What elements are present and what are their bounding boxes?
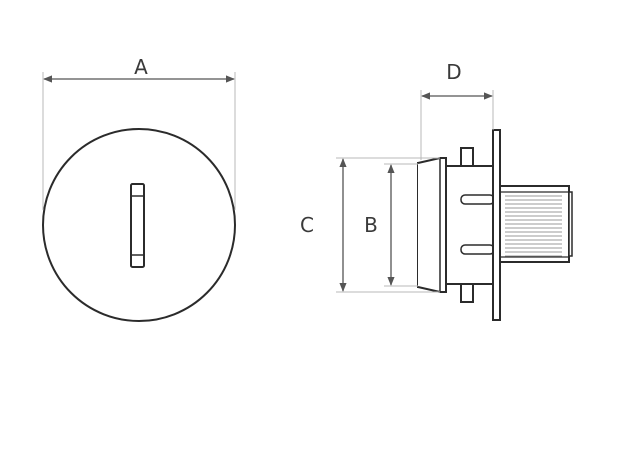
side-view-hatching	[505, 195, 562, 257]
dimension-d-label: D	[446, 60, 461, 84]
side-view-bottom-clip	[460, 283, 474, 303]
dimension-a-label: A	[134, 55, 148, 79]
side-view-rib-bottom	[460, 244, 495, 255]
side-view	[417, 129, 573, 321]
dimension-b: B	[364, 163, 418, 287]
dimension-a: A	[42, 55, 236, 210]
side-view-bezel-lip	[417, 157, 447, 293]
side-view-body	[445, 165, 495, 285]
key-slot	[130, 183, 145, 268]
side-view-mounting-plate	[492, 129, 501, 321]
front-view	[42, 128, 236, 322]
side-view-rib-top	[460, 194, 495, 205]
side-view-top-clip	[460, 147, 474, 167]
dimension-d: D	[420, 60, 494, 160]
dimension-c-label: C	[300, 213, 314, 237]
dimension-c: C	[300, 157, 440, 293]
side-view-rear-cap	[568, 191, 573, 257]
dimension-b-label: B	[364, 213, 378, 237]
